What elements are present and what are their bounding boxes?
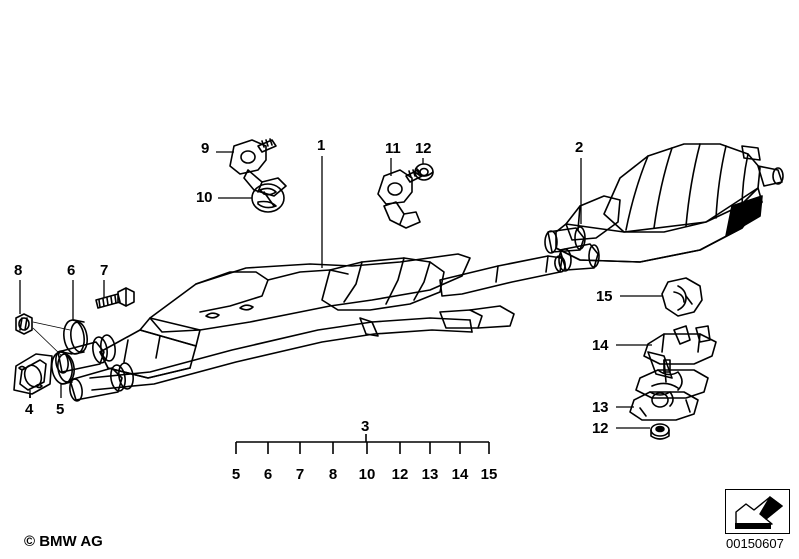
group-sub-item-13: 13 bbox=[421, 466, 439, 483]
direction-arrow-glyph bbox=[735, 495, 784, 529]
part-support-bracket-14 bbox=[635, 325, 717, 399]
leader-8-connector-2 bbox=[32, 327, 63, 357]
callout-hex-nut: 8 bbox=[14, 262, 23, 279]
part-hex-bolt-7 bbox=[95, 287, 135, 309]
group-sub-item-6: 6 bbox=[263, 466, 273, 483]
part-washer-12-upper bbox=[414, 163, 434, 181]
part-hanger-bracket-9 bbox=[229, 138, 287, 197]
callout-exhaust-hanger-bracket: 9 bbox=[201, 140, 210, 157]
part-gasket-ring-6 bbox=[63, 319, 88, 355]
group-sub-item-12: 12 bbox=[391, 466, 409, 483]
copyright-notice: © BMW AG bbox=[24, 533, 103, 550]
group-sub-item-14: 14 bbox=[451, 466, 469, 483]
callout-rubber-hanger-mount: 15 bbox=[596, 288, 613, 305]
part-clamp-bracket-4 bbox=[13, 353, 53, 395]
group-sub-item-7: 7 bbox=[295, 466, 305, 483]
part-mounting-bracket-11 bbox=[377, 168, 423, 229]
group-sub-item-5: 5 bbox=[231, 466, 241, 483]
part-nut-8 bbox=[15, 313, 33, 335]
orientation-arrow-icon bbox=[725, 489, 790, 534]
callout-support-bracket: 14 bbox=[592, 337, 609, 354]
callout-front-center-silencer-assembly: 1 bbox=[317, 137, 326, 154]
part-sealing-ring-5 bbox=[51, 351, 75, 385]
callout-mounting-bracket: 11 bbox=[385, 140, 401, 157]
callout-gasket-ring: 6 bbox=[67, 262, 76, 279]
callout-rear-silencer: 2 bbox=[575, 139, 584, 156]
part-rubber-hanger-15 bbox=[661, 277, 703, 317]
part-rear-silencer bbox=[544, 143, 784, 272]
group-sub-item-10: 10 bbox=[358, 466, 376, 483]
callout-sealing-ring: 5 bbox=[56, 401, 65, 418]
diagram-number: 00150607 bbox=[726, 536, 784, 551]
callout-pipe-clamp-bracket: 4 bbox=[25, 401, 34, 418]
callout-rubber-mounting-ring: 10 bbox=[196, 189, 213, 206]
leader-8-connector bbox=[32, 321, 71, 331]
group-sub-item-8: 8 bbox=[328, 466, 338, 483]
callout-bracket-plate: 13 bbox=[592, 399, 609, 416]
group-sub-item-15: 15 bbox=[480, 466, 498, 483]
part-washer-12-lower bbox=[650, 423, 670, 440]
part-bracket-plate-13 bbox=[629, 391, 699, 421]
group-bracket-ticks bbox=[235, 442, 490, 454]
callout-label-3: 3 bbox=[361, 418, 370, 435]
part-front-center-silencer bbox=[55, 253, 566, 402]
callout-washer-nut: 12 bbox=[592, 420, 609, 437]
callout-washer-nut: 12 bbox=[415, 140, 432, 157]
callout-hex-bolt: 7 bbox=[100, 262, 109, 279]
